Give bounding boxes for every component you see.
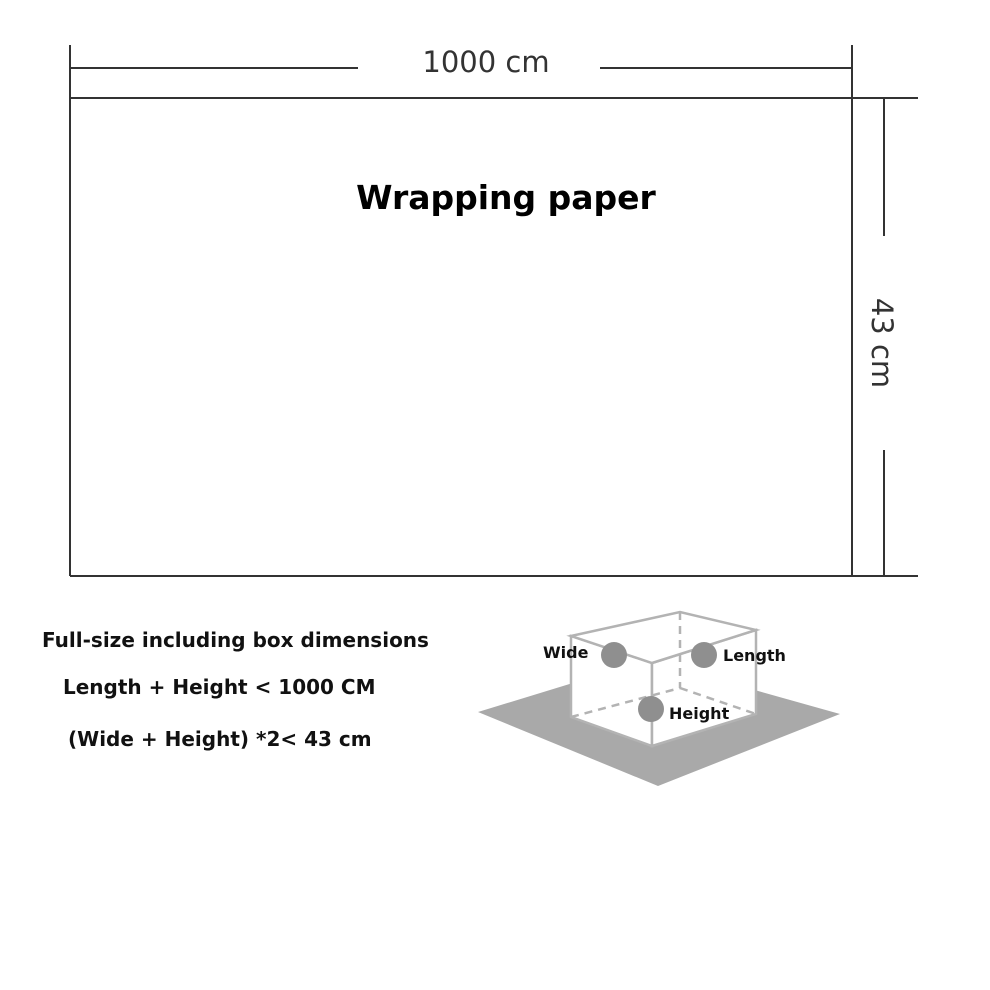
wrapping-paper-sheet [69, 97, 918, 577]
height-marker-icon [638, 696, 664, 722]
box-illustration: Wide Length Height [478, 610, 840, 786]
wide-label: Wide [543, 643, 589, 662]
width-label: 1000 cm [422, 45, 549, 79]
width-rule: (Wide + Height) *2< 43 cm [68, 727, 372, 751]
length-label: Length [723, 646, 786, 665]
width-dimension [69, 45, 853, 98]
length-rule: Length + Height < 1000 CM [63, 675, 376, 699]
box-hidden-edge-left [570, 686, 681, 719]
notes-heading: Full-size including box dimensions [42, 628, 429, 652]
box-height-label: Height [669, 704, 730, 723]
sheet-title: Wrapping paper [356, 178, 656, 217]
length-marker-icon [691, 642, 717, 668]
wide-marker-icon [601, 642, 627, 668]
height-label: 43 cm [865, 298, 899, 388]
